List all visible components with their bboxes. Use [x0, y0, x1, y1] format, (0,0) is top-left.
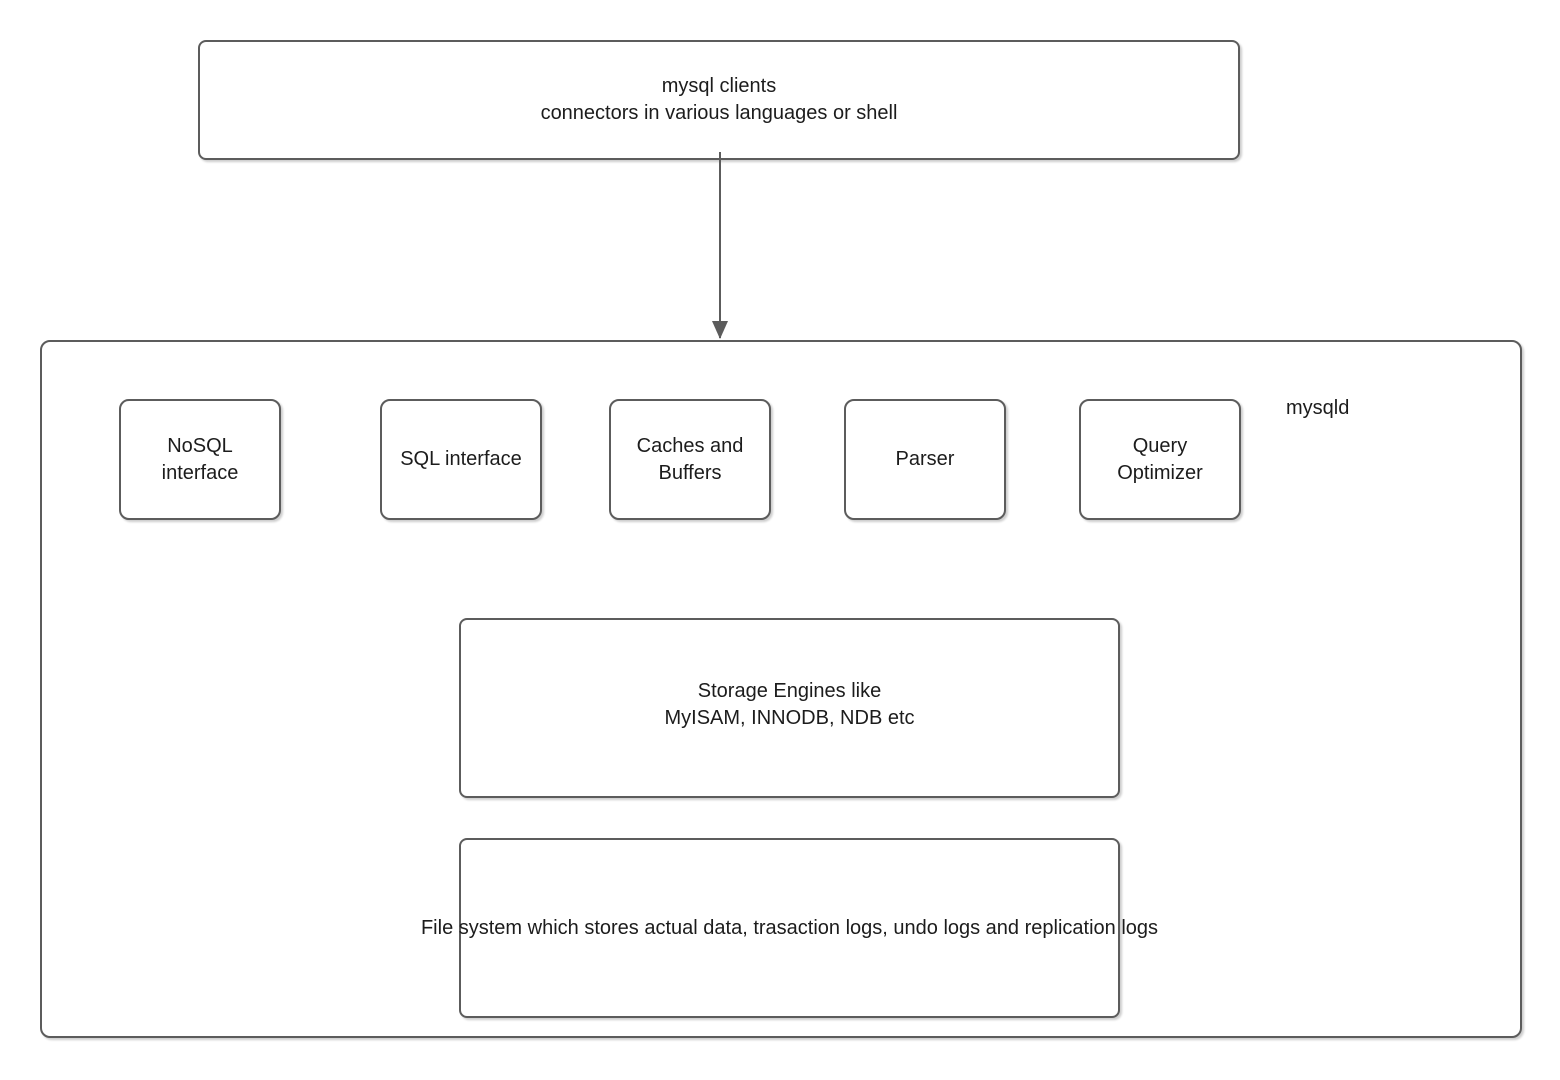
node-caches-and-buffers[interactable]: Caches and Buffers	[609, 399, 771, 520]
node-query-optimizer-label: Query Optimizer	[1117, 434, 1203, 484]
node-query-optimizer[interactable]: Query Optimizer	[1079, 399, 1241, 520]
node-sql-interface-label: SQL interface	[400, 448, 522, 470]
node-nosql-interface-label: NoSQL interface	[161, 434, 239, 484]
node-caches-and-buffers-label: Caches and Buffers	[636, 434, 744, 484]
clients-box-label: mysql clients connectors in various lang…	[540, 75, 898, 124]
node-parser[interactable]: Parser	[844, 399, 1006, 520]
node-storage-engines[interactable]: Storage Engines like MyISAM, INNODB, NDB…	[459, 618, 1120, 798]
node-storage-engines-label: Storage Engines like MyISAM, INNODB, NDB…	[664, 680, 915, 729]
node-nosql-interface[interactable]: NoSQL interface	[119, 399, 281, 520]
node-sql-interface[interactable]: SQL interface	[380, 399, 542, 520]
clients-box[interactable]: mysql clients connectors in various lang…	[198, 40, 1240, 160]
connector-clients-to-mysqld-arrow	[712, 152, 728, 339]
node-parser-label: Parser	[895, 448, 955, 470]
node-file-system[interactable]: File system which stores actual data, tr…	[421, 838, 1158, 1018]
mysqld-container-label: mysqld	[1286, 397, 1350, 419]
node-file-system-label: File system which stores actual data, tr…	[420, 916, 1159, 939]
